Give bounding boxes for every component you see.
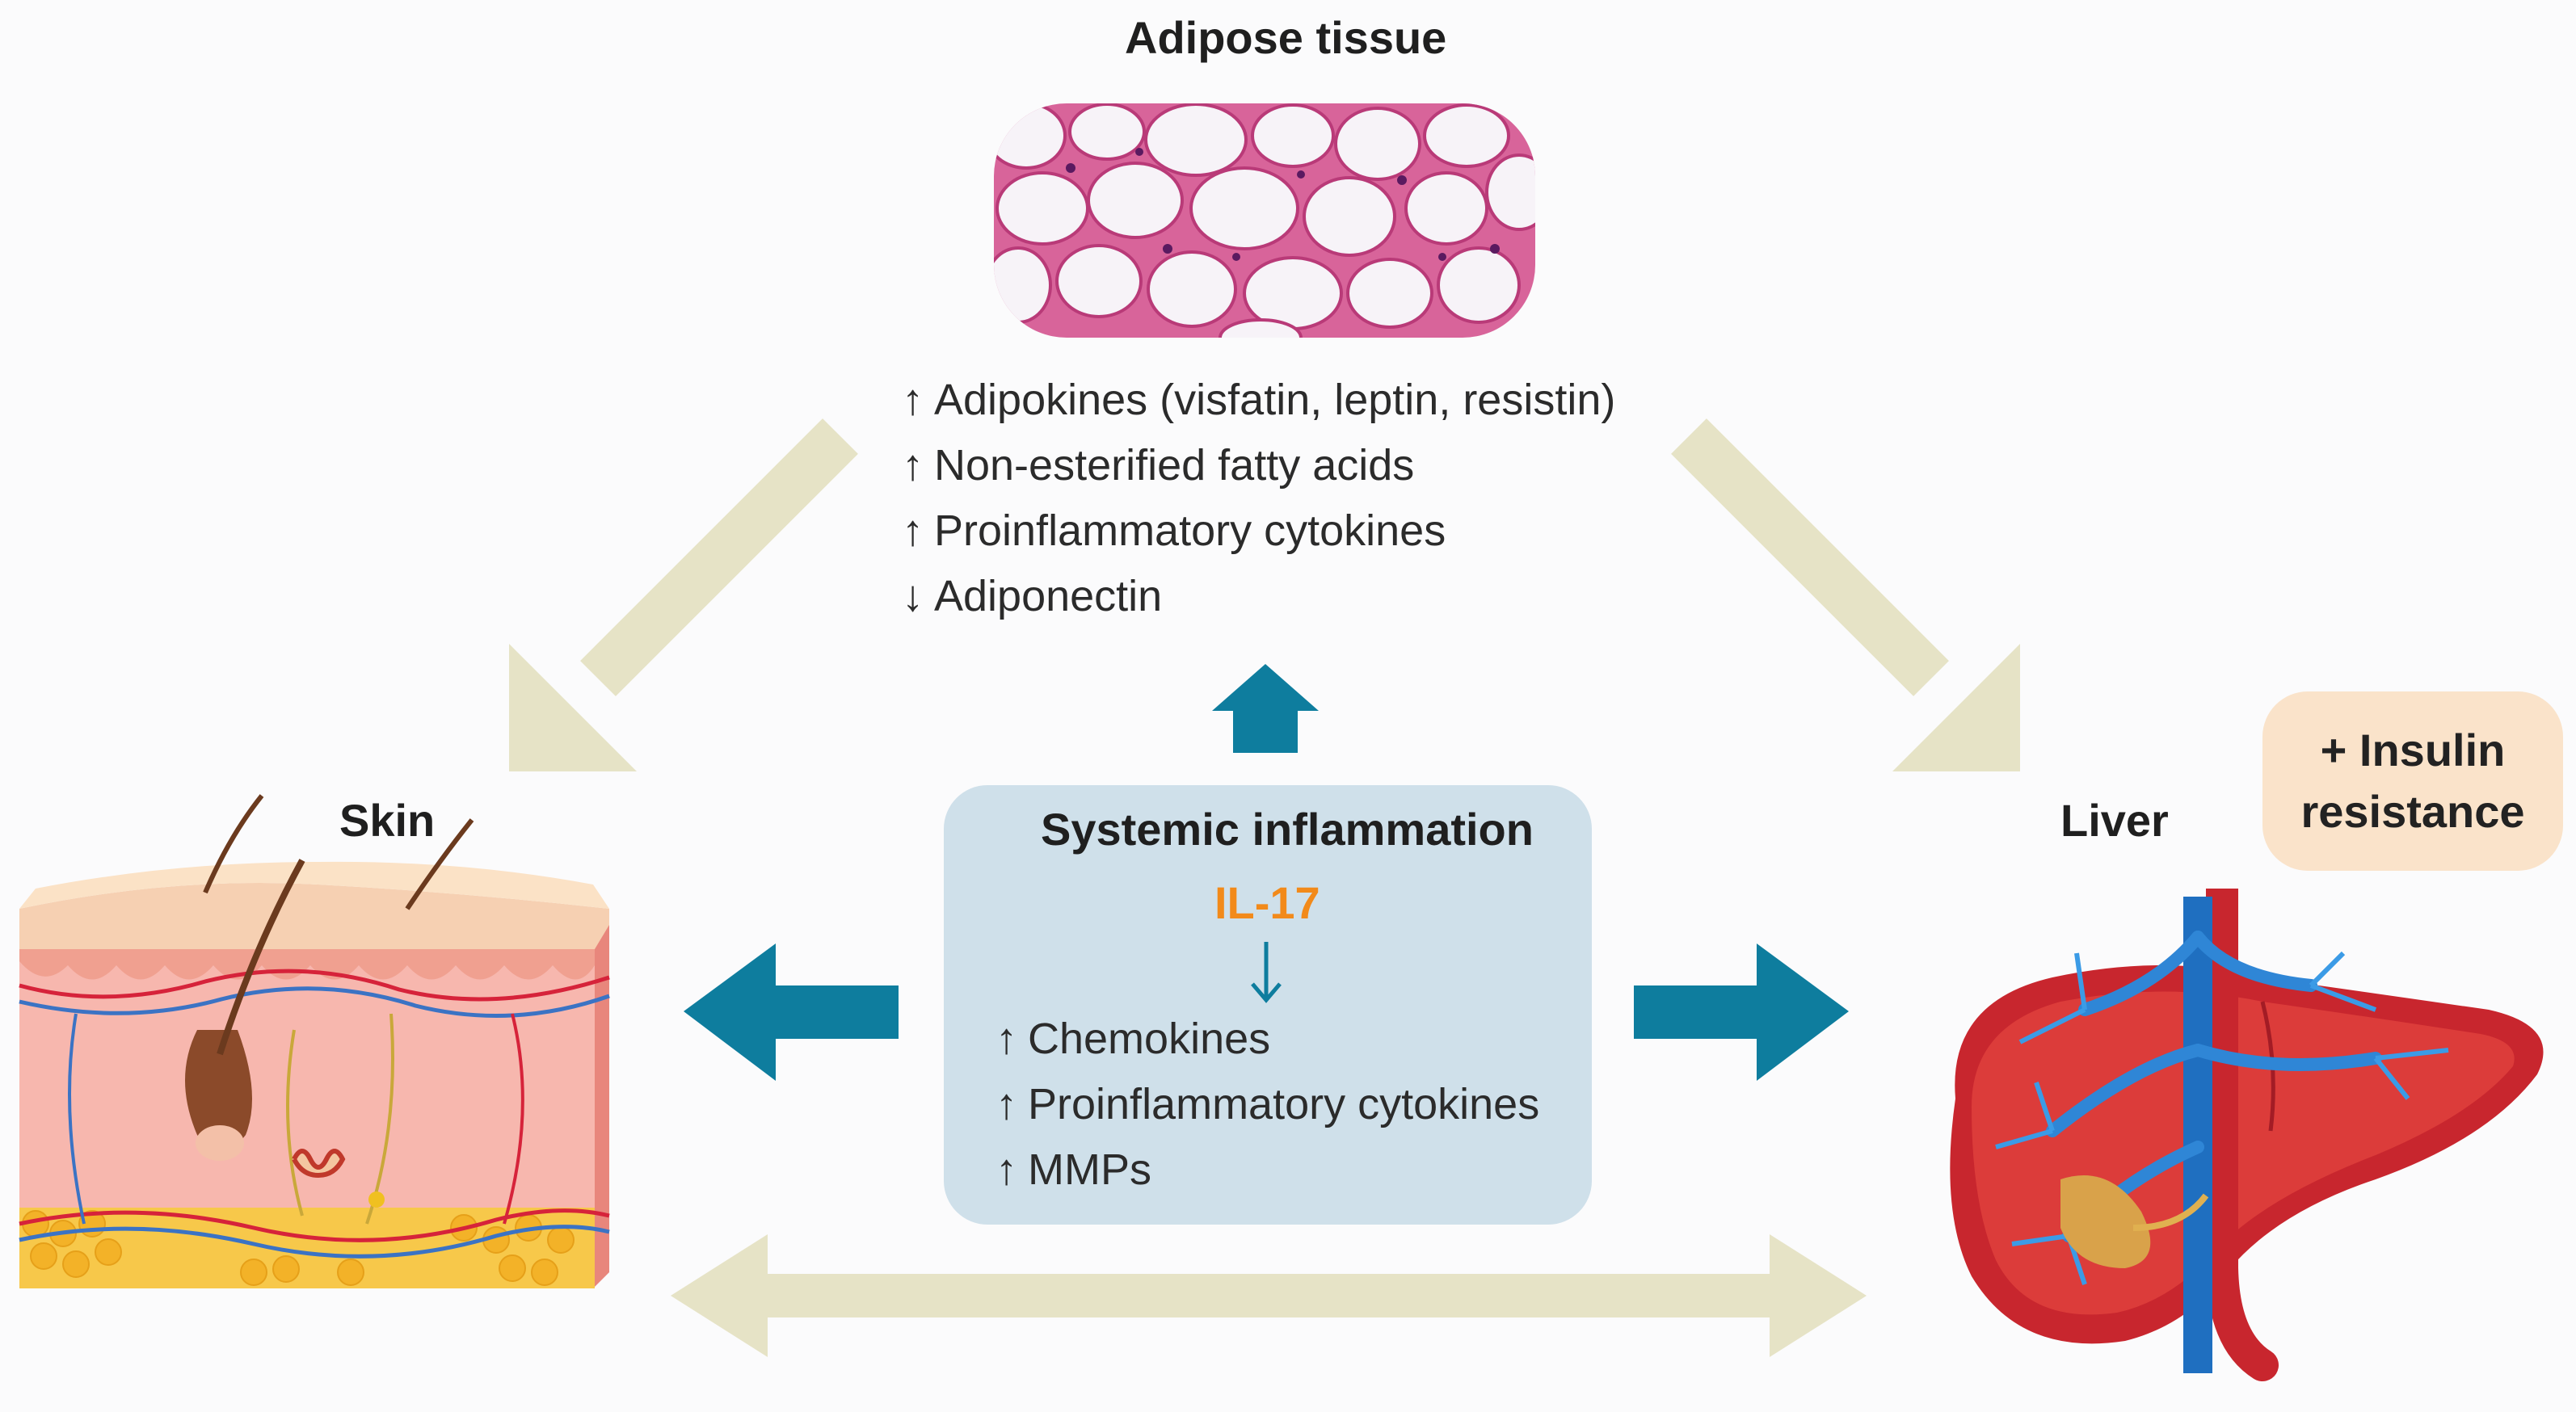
- increase-arrow-icon: ↑: [995, 1015, 1017, 1063]
- increase-arrow-icon: ↑: [902, 441, 924, 490]
- adipose-effect-text: Adiponectin: [934, 572, 1163, 620]
- arrow-inflammation-to-skin: [684, 943, 899, 1081]
- adipose-tissue-title: Adipose tissue: [1125, 12, 1447, 63]
- adipose-effect-text: Non-esterified fatty acids: [934, 441, 1415, 490]
- list-item: ↑Proinflammatory cytokines: [902, 498, 1615, 564]
- list-item: ↑Adipokines (visfatin, leptin, resistin): [902, 368, 1615, 433]
- list-item: ↑Proinflammatory cytokines: [995, 1072, 1539, 1137]
- decrease-arrow-icon: ↓: [902, 572, 924, 620]
- arrow-adipose-to-liver: [1671, 418, 2020, 771]
- arrow-inflammation-to-adipose: [1212, 664, 1319, 753]
- list-item: ↓Adiponectin: [902, 564, 1615, 629]
- arrow-adipose-to-skin: [509, 418, 858, 771]
- inflammation-effects-list: ↑Chemokines ↑Proinflammatory cytokines ↑…: [995, 1006, 1539, 1203]
- increase-arrow-icon: ↑: [995, 1080, 1017, 1128]
- systemic-inflammation-title: Systemic inflammation: [1041, 804, 1534, 855]
- insulin-resistance-line1: + Insulin: [2320, 725, 2506, 775]
- inflammation-effect-text: Proinflammatory cytokines: [1028, 1080, 1540, 1128]
- adipose-effect-text: Adipokines (visfatin, leptin, resistin): [934, 376, 1616, 424]
- skin-title: Skin: [339, 795, 436, 846]
- skin-cross-section-illustration: [11, 788, 625, 1369]
- increase-arrow-icon: ↑: [902, 376, 924, 424]
- arrow-inflammation-to-liver: [1634, 943, 1849, 1081]
- adipose-histology-image: [994, 103, 1535, 338]
- il17-label: IL-17: [1214, 877, 1320, 928]
- list-item: ↑Chemokines: [995, 1006, 1539, 1072]
- insulin-resistance-box: + Insulin resistance: [2262, 691, 2563, 871]
- systemic-inflammation-box: [944, 785, 1592, 1225]
- inflammation-effect-text: Chemokines: [1028, 1015, 1271, 1063]
- liver-title: Liver: [2060, 795, 2169, 846]
- list-item: ↑Non-esterified fatty acids: [902, 433, 1615, 498]
- list-item: ↑MMPs: [995, 1137, 1539, 1203]
- arrow-skin-liver-bidirectional: [671, 1234, 1867, 1357]
- liver-illustration: [1923, 889, 2553, 1389]
- down-arrow-icon: [1251, 942, 1282, 1003]
- increase-arrow-icon: ↑: [995, 1145, 1017, 1194]
- inflammation-effect-text: MMPs: [1028, 1145, 1151, 1194]
- increase-arrow-icon: ↑: [902, 506, 924, 555]
- insulin-resistance-line2: resistance: [2300, 786, 2525, 837]
- adipose-effect-text: Proinflammatory cytokines: [934, 506, 1446, 555]
- adipose-effects-list: ↑Adipokines (visfatin, leptin, resistin)…: [902, 368, 1615, 629]
